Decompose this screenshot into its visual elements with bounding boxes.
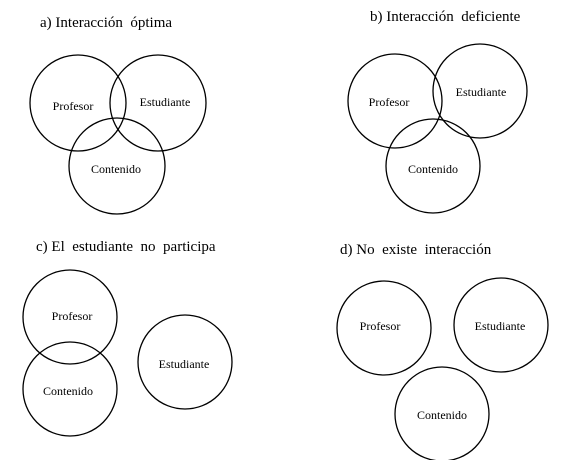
panel-d: d) No existe interacción Profesor Estudi… xyxy=(336,242,549,460)
panel-b-title: b) Interacción deficiente xyxy=(370,9,521,25)
panel-c-contenido-circle xyxy=(22,341,118,437)
panel-d-profesor-circle xyxy=(336,280,432,376)
panel-c-estudiante-circle xyxy=(137,314,233,410)
panel-c: c) El estudiante no participa Profesor E… xyxy=(22,239,233,437)
panel-a-estudiante-label: Estudiante xyxy=(140,95,191,109)
panel-d-contenido-label: Contenido xyxy=(417,408,467,422)
panel-c-profesor-label: Profesor xyxy=(52,309,93,323)
panel-d-profesor-label: Profesor xyxy=(360,319,401,333)
panel-a-profesor-circle xyxy=(29,54,127,152)
panel-b-contenido-label: Contenido xyxy=(408,162,458,176)
panel-a-contenido-label: Contenido xyxy=(91,162,141,176)
panel-d-estudiante-label: Estudiante xyxy=(475,319,526,333)
panel-c-estudiante-label: Estudiante xyxy=(159,357,210,371)
panel-b-profesor-circle xyxy=(347,53,443,149)
panel-b: b) Interacción deficiente Profesor Estud… xyxy=(347,9,528,214)
panel-b-contenido-circle xyxy=(385,118,481,214)
panel-b-estudiante-label: Estudiante xyxy=(456,85,507,99)
panel-d-contenido-circle xyxy=(394,366,490,460)
panel-d-title: d) No existe interacción xyxy=(340,242,492,258)
panel-a: a) Interacción óptima Profesor Estudiant… xyxy=(29,15,207,215)
panel-a-profesor-label: Profesor xyxy=(53,99,94,113)
panel-a-contenido-circle xyxy=(68,117,166,215)
panel-b-estudiante-circle xyxy=(432,43,528,139)
panel-b-profesor-label: Profesor xyxy=(369,95,410,109)
panel-c-contenido-label: Contenido xyxy=(43,384,93,398)
panel-c-title: c) El estudiante no participa xyxy=(36,239,216,255)
panel-c-profesor-circle xyxy=(22,269,118,365)
panel-a-title: a) Interacción óptima xyxy=(40,15,172,31)
panel-a-estudiante-circle xyxy=(109,54,207,152)
panel-d-estudiante-circle xyxy=(453,277,549,373)
